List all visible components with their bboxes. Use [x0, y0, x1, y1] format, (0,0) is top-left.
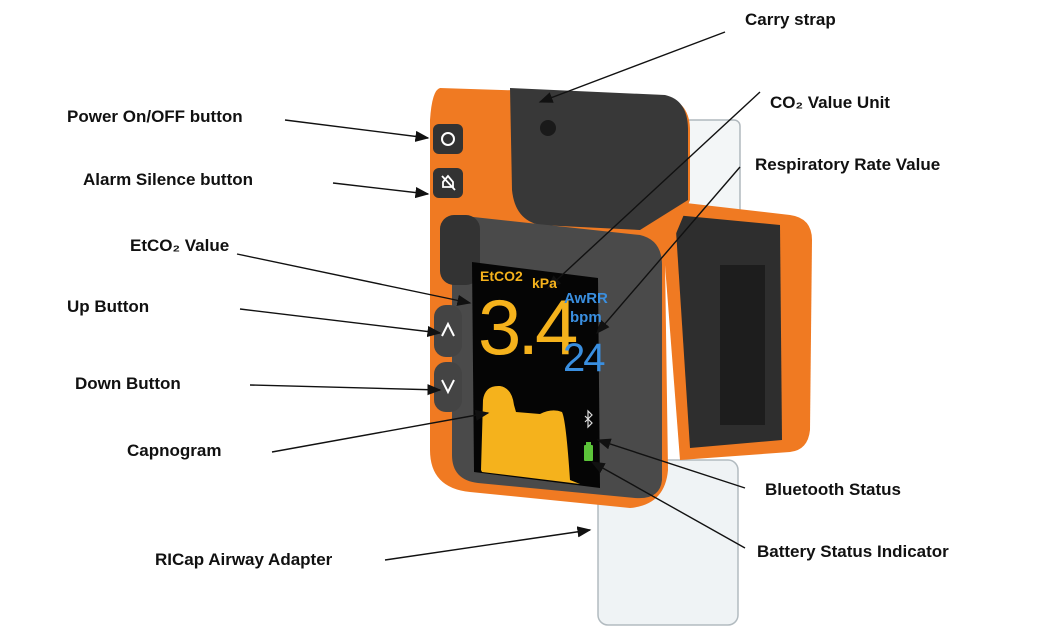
up-button[interactable] [434, 305, 462, 357]
alarm-silence-icon [441, 174, 456, 191]
rr-screen-label: AwRR [564, 290, 608, 307]
down-button[interactable] [434, 362, 462, 412]
rr-unit-label: bpm [570, 309, 602, 326]
bluetooth-icon [584, 409, 593, 429]
label-battery-status: Battery Status Indicator [757, 542, 949, 561]
chevron-up-icon [441, 321, 455, 337]
power-button[interactable] [433, 124, 463, 154]
battery-icon [584, 445, 593, 461]
label-alarm-silence: Alarm Silence button [83, 170, 254, 189]
label-down-button: Down Button [75, 374, 181, 393]
label-co2-unit: CO₂ Value Unit [770, 93, 890, 112]
etco2-value: 3.4 [478, 283, 578, 371]
power-icon [441, 132, 455, 146]
label-bluetooth-status: Bluetooth Status [765, 480, 901, 499]
label-up-button: Up Button [67, 297, 150, 316]
label-carry-strap: Carry strap [745, 10, 836, 29]
chevron-down-icon [441, 379, 455, 395]
label-capnogram: Capnogram [127, 441, 222, 460]
capnogram-waveform [481, 385, 580, 484]
label-respiratory-rate: Respiratory Rate Value [755, 155, 941, 174]
callout-arrows [236, 31, 761, 561]
unit-screen-label: kPa [532, 275, 557, 291]
etco2-screen-label: EtCO2 [480, 268, 523, 284]
alarm-silence-button[interactable] [433, 168, 463, 198]
strap-hole [540, 120, 556, 136]
display-screen [472, 262, 600, 488]
label-power-button: Power On/OFF button [67, 107, 243, 126]
rr-value: 24 [563, 336, 605, 380]
label-etco2-value: EtCO₂ Value [130, 236, 230, 255]
label-airway-adapter: RICap Airway Adapter [155, 550, 333, 569]
rear-housing [660, 200, 812, 460]
